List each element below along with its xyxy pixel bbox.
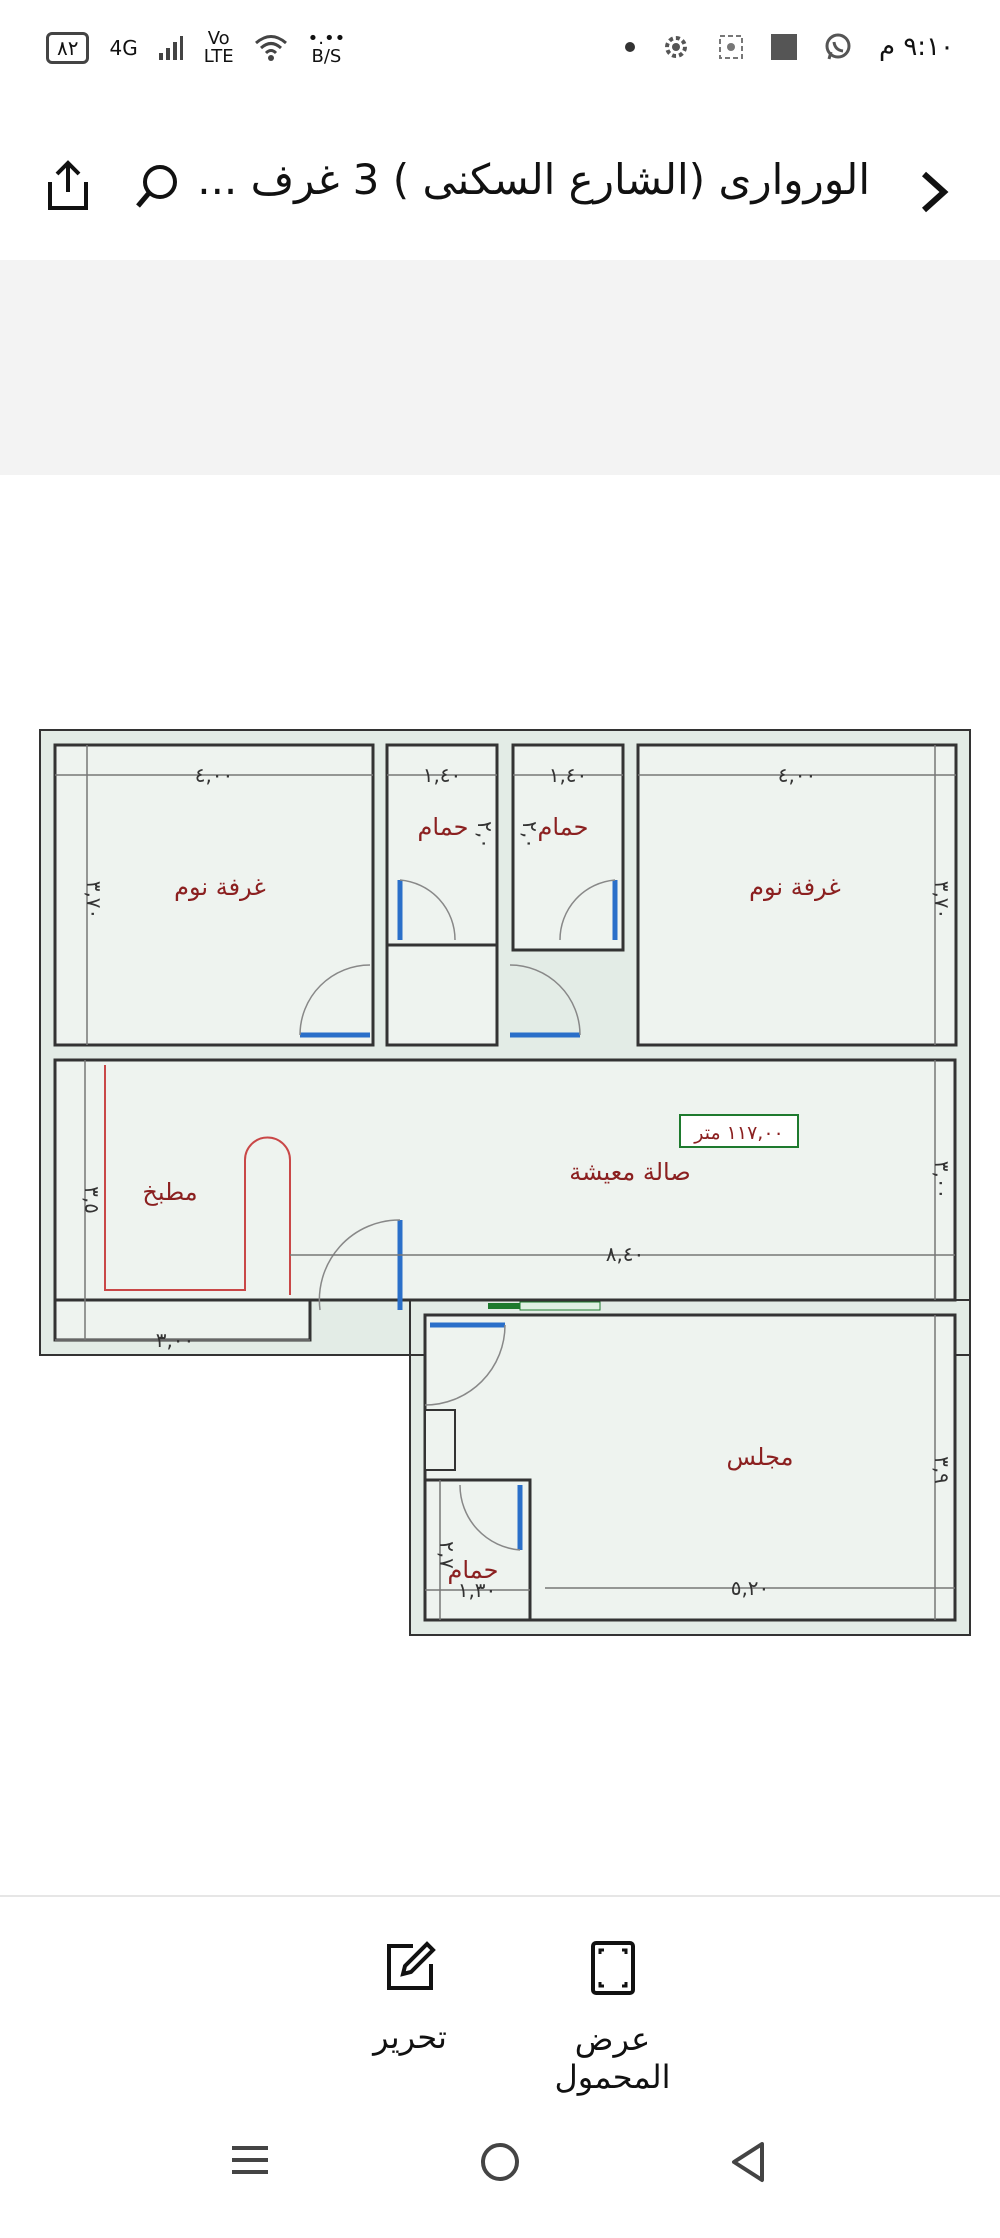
dim-majlis-h: ٣,٩ (930, 1456, 954, 1484)
home-circle-icon[interactable] (478, 2140, 522, 2184)
room-label-living: صالة معيشة (569, 1158, 690, 1186)
menu-icon[interactable] (230, 2140, 270, 2180)
network-type: 4G (109, 36, 138, 60)
dim-living-h: ٣,٠٠ (930, 1161, 954, 1200)
clock: ٩:١٠ م (878, 32, 954, 62)
back-triangle-icon[interactable] (728, 2140, 768, 2184)
room-label-bedroom-left: غرفة نوم (174, 873, 266, 901)
room-label-majlis: مجلس (727, 1443, 794, 1471)
square-icon (770, 34, 797, 60)
room-label-bedroom-right: غرفة نوم (749, 873, 841, 901)
dim-bed-left-w: ٤,٠٠ (195, 763, 234, 787)
dim-bed-left-h: ٣,٧٠ (82, 881, 106, 920)
dim-bath3-h: ٢,٧ (435, 1541, 459, 1569)
app-header: الوروارى (الشارع السكنى ) 3 غرف ... (0, 110, 1000, 260)
room-label-bath-3: حمام (448, 1556, 499, 1584)
dim-bed-right-w: ٤,٠٠ (778, 763, 817, 787)
back-chevron-icon[interactable] (918, 170, 950, 214)
dim-living-w: ٨,٤٠ (606, 1242, 645, 1266)
search-icon[interactable] (134, 162, 182, 210)
edit-icon (387, 1941, 436, 1990)
dim-bath1-w: ١,٤٠ (423, 763, 462, 787)
mobile-view-label: عرض المحمول (554, 2020, 671, 2096)
dim-bed-right-h: ٣,٧٠ (930, 881, 954, 920)
mobile-view-button[interactable]: عرض المحمول (515, 1940, 710, 2096)
speed-indicator: •.••B/S (307, 28, 346, 67)
wifi-icon (254, 35, 287, 61)
mobile-view-icon (590, 1941, 635, 1995)
page-title: الوروارى (الشارع السكنى ) 3 غرف ... (197, 155, 870, 204)
dim-majlis-w: ٥,٢٠ (731, 1576, 770, 1600)
room-label-kitchen: مطبخ (142, 1178, 197, 1206)
edit-button[interactable]: تحرير (350, 1940, 470, 2056)
dim-bath2-h: ٢,٠ (518, 821, 542, 849)
dim-kitchen-w: ٣,٠٠ (156, 1328, 195, 1352)
dim-bath2-w: ١,٤٠ (549, 763, 588, 787)
dim-bath3-w: ١,٣٠ (458, 1578, 497, 1602)
battery-icon: ٨٢ (46, 32, 90, 64)
room-label-bath-2: حمام (538, 813, 589, 841)
floor-plan-image: ١١٧,٠٠ متر غرفة نوم غرفة نوم حمام حمام ص… (39, 729, 971, 1636)
ad-banner-placeholder (0, 260, 1000, 475)
room-label-bath-1: حمام (418, 813, 469, 841)
dim-kitchen-h: ٣,٥ (80, 1186, 104, 1214)
signal-icon (158, 36, 183, 60)
battery-level: ٨٢ (57, 36, 79, 60)
screenshot-icon (718, 35, 743, 59)
settings-icon (664, 36, 687, 58)
edit-label: تحرير (373, 2018, 447, 2056)
dot-icon (624, 42, 635, 52)
share-icon[interactable] (44, 160, 92, 212)
area-badge: ١١٧,٠٠ متر (693, 1122, 784, 1144)
whatsapp-icon (825, 33, 851, 60)
bottom-divider (0, 1895, 1000, 1897)
dim-bath1-h: ٢,٠ (473, 821, 497, 849)
